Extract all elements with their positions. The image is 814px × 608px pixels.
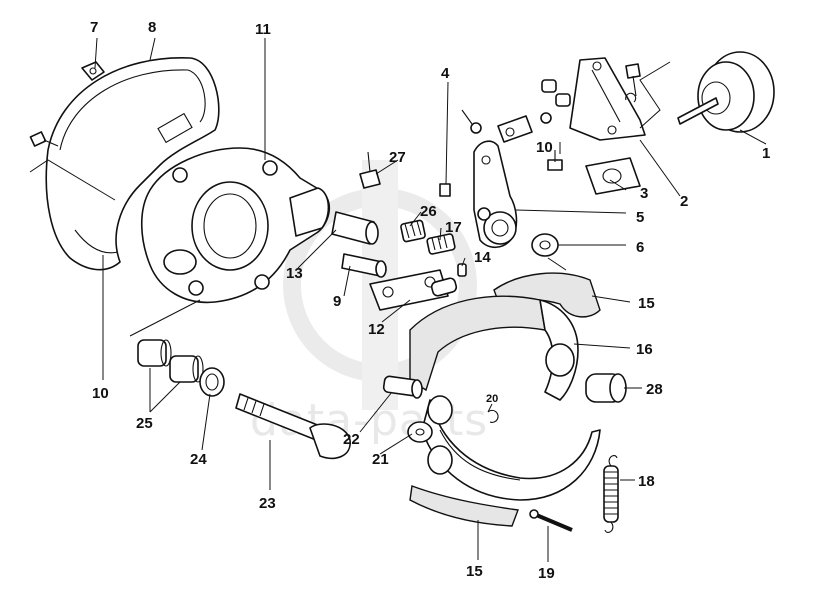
callout-24: 24 — [190, 451, 207, 468]
shoe-pin — [382, 375, 423, 399]
callout-15-top: 15 — [638, 295, 655, 312]
camshaft — [235, 393, 351, 460]
small-pin — [457, 263, 467, 277]
callout-7: 7 — [90, 19, 98, 36]
callout-25: 25 — [136, 415, 153, 432]
adjuster-spring — [400, 219, 426, 243]
callout-14: 14 — [474, 249, 491, 266]
shoe-washer — [407, 421, 433, 443]
callout-28: 28 — [646, 381, 663, 398]
callout-19: 19 — [538, 565, 555, 582]
callout-10-left: 10 — [92, 385, 109, 402]
brake-carrier — [140, 147, 330, 304]
callout-9: 9 — [333, 293, 341, 310]
callout-8: 8 — [148, 19, 156, 36]
callout-numbers: 7 8 11 4 1 10 27 3 2 26 17 5 6 14 13 9 1… — [90, 19, 770, 582]
return-spring — [603, 455, 619, 533]
callout-18: 18 — [638, 473, 655, 490]
roller — [585, 373, 627, 403]
callout-22: 22 — [343, 431, 360, 448]
callout-26: 26 — [420, 203, 437, 220]
callout-27: 27 — [389, 149, 406, 166]
washer — [531, 233, 559, 257]
gasket — [585, 157, 641, 195]
callout-21: 21 — [372, 451, 389, 468]
callout-6: 6 — [636, 239, 644, 256]
callout-1: 1 — [762, 145, 770, 162]
cam-bushes — [137, 339, 204, 383]
callout-16: 16 — [636, 341, 653, 358]
clip — [81, 61, 105, 81]
seal-ring — [199, 367, 225, 397]
lubricator — [439, 183, 451, 197]
callout-4: 4 — [441, 65, 450, 82]
clevis — [461, 109, 552, 143]
callout-3: 3 — [640, 185, 648, 202]
link-plate — [369, 269, 458, 311]
leader-lines — [29, 37, 767, 562]
callout-5: 5 — [636, 209, 644, 226]
callout-2: 2 — [680, 193, 688, 210]
slack-adjuster — [473, 140, 518, 249]
roller-pin — [341, 253, 387, 278]
adjuster-bush — [426, 233, 456, 255]
callout-20: 20 — [486, 393, 498, 405]
callout-17: 17 — [445, 219, 462, 236]
lower-brake-lining — [409, 485, 519, 527]
anchor-pin — [331, 211, 379, 245]
chamber-bracket — [541, 57, 646, 141]
callout-23: 23 — [259, 495, 276, 512]
callout-11: 11 — [255, 21, 271, 38]
callout-15-bottom: 15 — [466, 563, 483, 580]
brake-shoes — [409, 295, 601, 501]
bolt-left — [29, 131, 59, 147]
grease-fitting — [359, 151, 381, 189]
bolt-right — [547, 150, 563, 171]
callout-13: 13 — [286, 265, 303, 282]
callout-10-right: 10 — [536, 139, 553, 156]
dust-shield — [45, 57, 220, 271]
spring-pin — [529, 509, 573, 532]
brake-chamber — [677, 51, 775, 133]
callout-12: 12 — [368, 321, 385, 338]
retainer-clip — [487, 409, 499, 423]
